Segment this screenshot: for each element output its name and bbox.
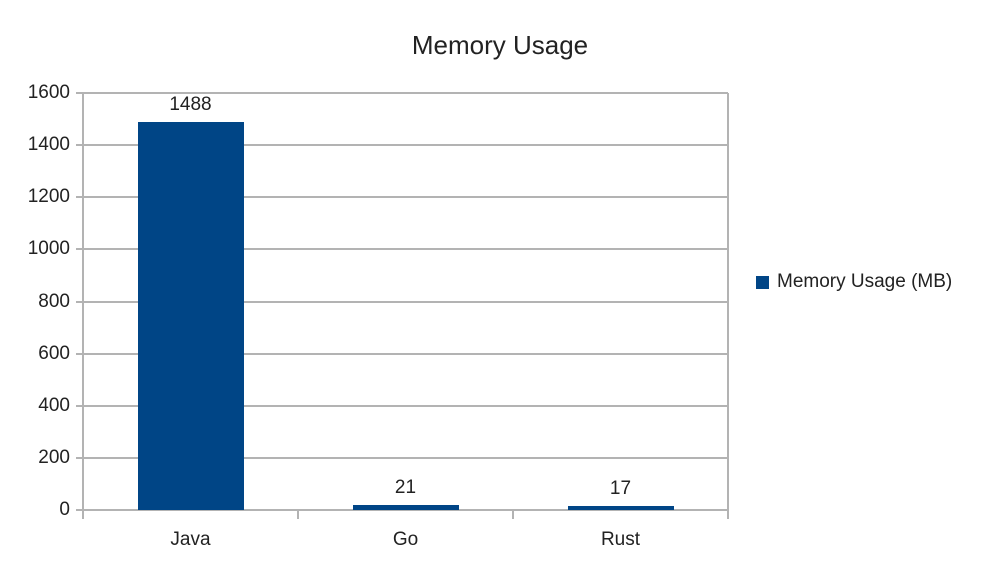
y-tick-label: 200 xyxy=(38,446,70,468)
gridline xyxy=(76,404,728,407)
bar-java xyxy=(137,122,244,510)
gridline xyxy=(76,509,728,511)
gridline xyxy=(76,248,728,251)
plot-right-border xyxy=(727,93,729,519)
y-axis xyxy=(82,93,84,518)
legend: Memory Usage (MB) xyxy=(756,271,952,293)
bar-rust xyxy=(567,505,674,510)
y-tick-label: 400 xyxy=(38,394,70,416)
bar-go xyxy=(352,504,459,510)
data-label: 17 xyxy=(609,477,632,499)
y-tick-label: 1600 xyxy=(27,82,70,103)
x-tick xyxy=(727,510,729,519)
x-tick-label: Java xyxy=(170,529,211,550)
y-tick-label: 0 xyxy=(59,499,70,520)
x-tick xyxy=(297,510,299,519)
gridline xyxy=(76,352,728,355)
y-tick-label: 600 xyxy=(38,342,70,364)
y-tick-label: 1200 xyxy=(27,186,70,208)
legend-label: Memory Usage (MB) xyxy=(777,271,953,292)
x-tick-label: Rust xyxy=(600,529,641,550)
x-tick xyxy=(512,510,514,519)
x-tick-label: Go xyxy=(392,529,419,550)
data-label: 1488 xyxy=(169,94,212,116)
gridline xyxy=(76,92,728,94)
gridline xyxy=(76,144,728,147)
gridline xyxy=(76,196,728,199)
gridline xyxy=(76,456,728,459)
data-label: 21 xyxy=(394,476,417,498)
y-tick-label: 800 xyxy=(38,290,70,312)
y-tick-label: 1400 xyxy=(27,134,70,156)
legend-swatch xyxy=(756,275,769,289)
chart-title: Memory Usage xyxy=(411,30,589,60)
x-tick xyxy=(82,510,84,519)
y-tick-label: 1000 xyxy=(27,238,70,260)
gridline xyxy=(76,300,728,303)
